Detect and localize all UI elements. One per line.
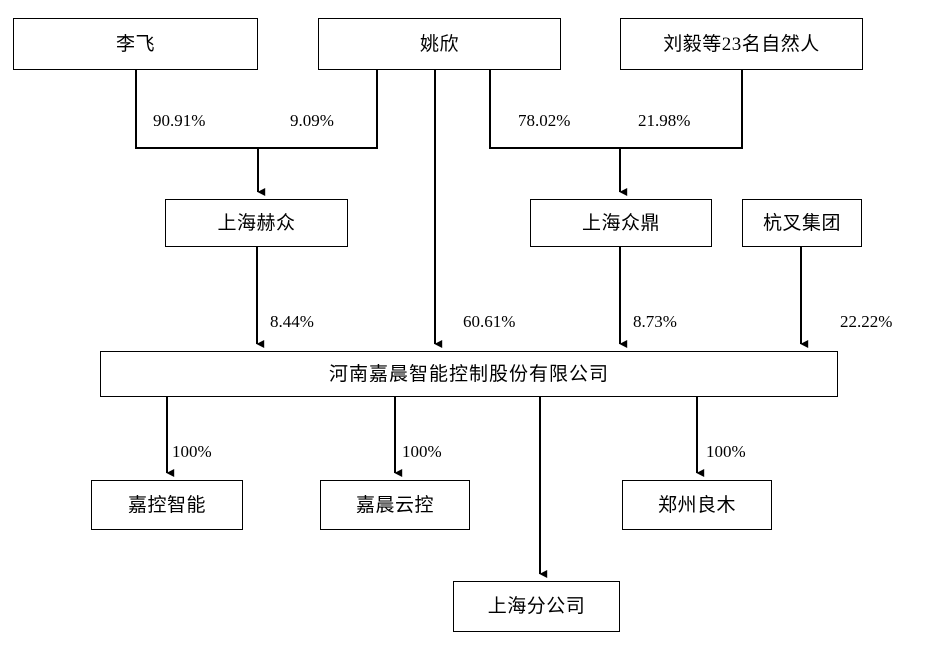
node-yao-xin[interactable]: 姚欣	[318, 18, 561, 70]
node-li-fei-label: 李飞	[115, 33, 155, 55]
node-liu-yi-group-label: 刘毅等23名自然人	[663, 33, 820, 55]
pct-label-jiachen-yunkong: 100%	[402, 442, 442, 461]
edge-liuyi-to-zhongding	[620, 70, 743, 149]
node-zhengzhou-liangmu-label: 郑州良木	[657, 494, 736, 516]
node-jiachen-yunkong-label: 嘉晨云控	[355, 494, 434, 516]
node-henan-jiachen[interactable]: 河南嘉晨智能控制股份有限公司	[100, 351, 838, 397]
edge-yaoxin-to-hezhong	[258, 70, 378, 149]
pct-label-yaoxin-hezhong: 9.09%	[290, 111, 334, 130]
pct-label-lifei-hezhong: 90.91%	[153, 111, 206, 130]
edge-yaoxin-to-zhongding	[489, 70, 620, 149]
node-hangcha-group-label: 杭叉集团	[762, 212, 841, 234]
node-zhengzhou-liangmu[interactable]: 郑州良木	[622, 480, 772, 530]
node-shanghai-zhongding[interactable]: 上海众鼎	[530, 199, 712, 247]
node-shanghai-branch[interactable]: 上海分公司	[453, 581, 620, 632]
pct-label-hezhong-jiachen: 8.44%	[270, 312, 314, 331]
node-henan-jiachen-label: 河南嘉晨智能控制股份有限公司	[328, 363, 609, 385]
node-jiakong-zhineng[interactable]: 嘉控智能	[91, 480, 243, 530]
node-shanghai-branch-label: 上海分公司	[487, 596, 586, 617]
node-yao-xin-label: 姚欣	[419, 33, 459, 55]
edge-lifei-to-hezhong	[135, 70, 258, 149]
pct-label-yaoxin-jiachen: 60.61%	[463, 312, 516, 331]
node-shanghai-zhongding-label: 上海众鼎	[581, 212, 660, 234]
node-shanghai-hezhong[interactable]: 上海赫众	[165, 199, 348, 247]
node-hangcha-group[interactable]: 杭叉集团	[742, 199, 862, 247]
node-jiakong-zhineng-label: 嘉控智能	[127, 494, 206, 516]
pct-label-jiachen-jiakong: 100%	[172, 442, 212, 461]
pct-label-yaoxin-zhongding: 78.02%	[518, 111, 571, 130]
pct-label-hangcha-jiachen: 22.22%	[840, 312, 893, 331]
node-shanghai-hezhong-label: 上海赫众	[217, 212, 296, 234]
node-liu-yi-group[interactable]: 刘毅等23名自然人	[620, 18, 863, 70]
pct-label-zhongding-jiachen: 8.73%	[633, 312, 677, 331]
pct-label-jiachen-liangmu: 100%	[706, 442, 746, 461]
pct-label-liuyi-zhongding: 21.98%	[638, 111, 691, 130]
node-jiachen-yunkong[interactable]: 嘉晨云控	[320, 480, 470, 530]
node-li-fei[interactable]: 李飞	[13, 18, 258, 70]
